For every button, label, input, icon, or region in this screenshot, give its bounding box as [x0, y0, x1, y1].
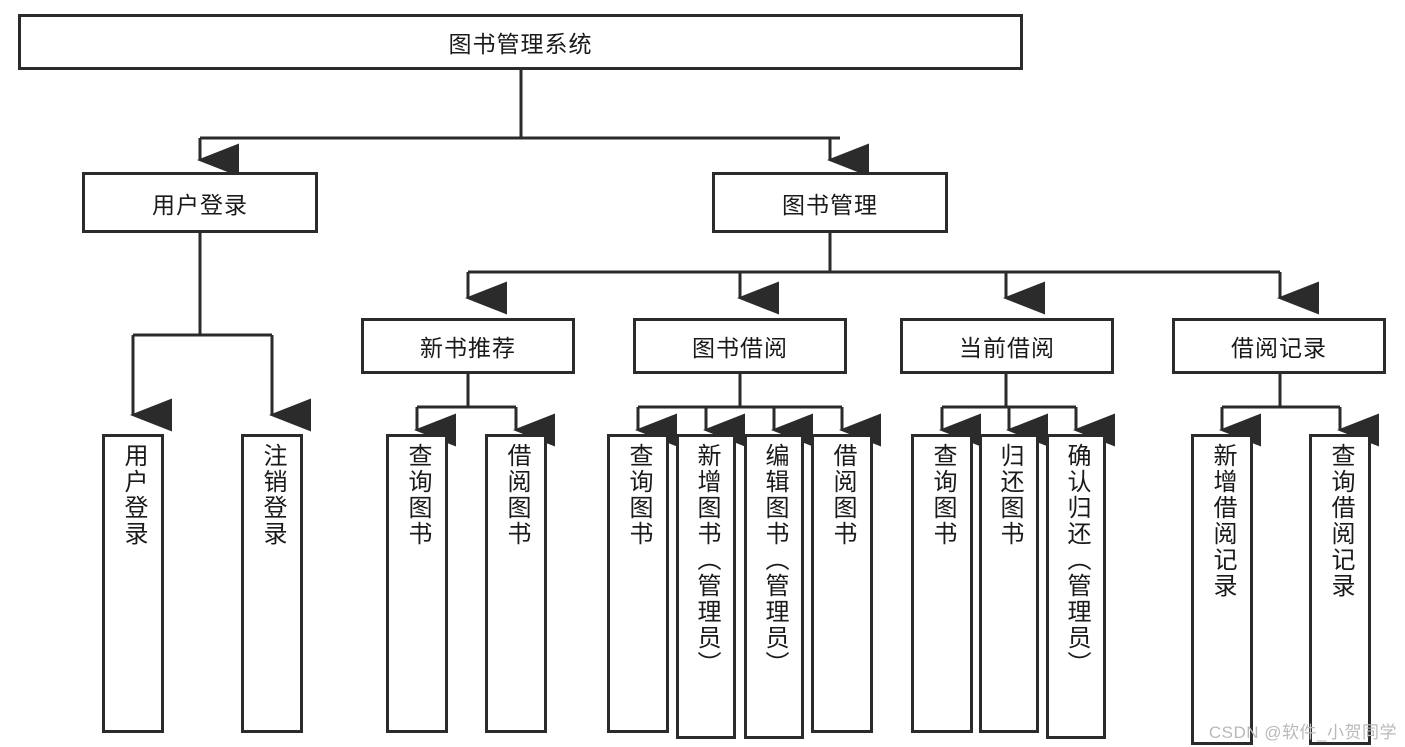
- node-new-book-recommend-label: 新书推荐: [420, 335, 516, 361]
- leaf-label: 借阅图书: [828, 443, 856, 547]
- node-current-borrow-label: 当前借阅: [959, 335, 1055, 361]
- node-root[interactable]: 图书管理系统: [18, 14, 1023, 70]
- leaf-label: 用户登录: [119, 443, 147, 547]
- node-borrow-record[interactable]: 借阅记录: [1172, 318, 1386, 374]
- node-book-borrow-label: 图书借阅: [692, 335, 788, 361]
- leaf-user-login-login[interactable]: 用户登录: [102, 434, 164, 733]
- leaf-label: 查询图书: [928, 443, 956, 547]
- node-book-borrow[interactable]: 图书借阅: [633, 318, 847, 374]
- node-user-login[interactable]: 用户登录: [82, 172, 318, 233]
- leaf-book-borrow-add[interactable]: 新增图书（管理员）: [676, 434, 736, 739]
- node-current-borrow[interactable]: 当前借阅: [900, 318, 1114, 374]
- node-user-login-label: 用户登录: [152, 191, 248, 218]
- leaf-label: 查询图书: [624, 443, 652, 547]
- leaf-label: 查询图书: [403, 443, 431, 547]
- leaf-label: 归还图书: [995, 443, 1023, 547]
- watermark: CSDN @软件_小贺同学: [1208, 723, 1397, 742]
- leaf-user-login-logout[interactable]: 注销登录: [241, 434, 303, 733]
- leaf-label: 确认归还（管理员）: [1062, 443, 1090, 677]
- leaf-current-borrow-confirm[interactable]: 确认归还（管理员）: [1046, 434, 1106, 739]
- leaf-book-borrow-query[interactable]: 查询图书: [607, 434, 669, 733]
- leaf-label: 查询借阅记录: [1326, 443, 1354, 599]
- leaf-label: 新增借阅记录: [1208, 443, 1236, 599]
- leaf-label: 编辑图书（管理员）: [760, 443, 788, 677]
- node-root-label: 图书管理系统: [448, 31, 593, 57]
- node-book-management-label: 图书管理: [782, 191, 878, 218]
- leaf-label: 新增图书（管理员）: [692, 443, 720, 677]
- leaf-new-book-borrow[interactable]: 借阅图书: [485, 434, 547, 733]
- leaf-book-borrow-borrow[interactable]: 借阅图书: [811, 434, 873, 733]
- node-new-book-recommend[interactable]: 新书推荐: [361, 318, 575, 374]
- leaf-current-borrow-query[interactable]: 查询图书: [911, 434, 973, 733]
- leaf-current-borrow-return[interactable]: 归还图书: [979, 434, 1039, 733]
- node-borrow-record-label: 借阅记录: [1231, 335, 1327, 361]
- leaf-book-borrow-edit[interactable]: 编辑图书（管理员）: [744, 434, 804, 739]
- leaf-borrow-record-query[interactable]: 查询借阅记录: [1309, 434, 1371, 745]
- leaf-label: 借阅图书: [502, 443, 530, 547]
- leaf-new-book-query[interactable]: 查询图书: [386, 434, 448, 733]
- leaf-label: 注销登录: [258, 443, 286, 547]
- leaf-borrow-record-add[interactable]: 新增借阅记录: [1191, 434, 1253, 745]
- node-book-management[interactable]: 图书管理: [712, 172, 948, 233]
